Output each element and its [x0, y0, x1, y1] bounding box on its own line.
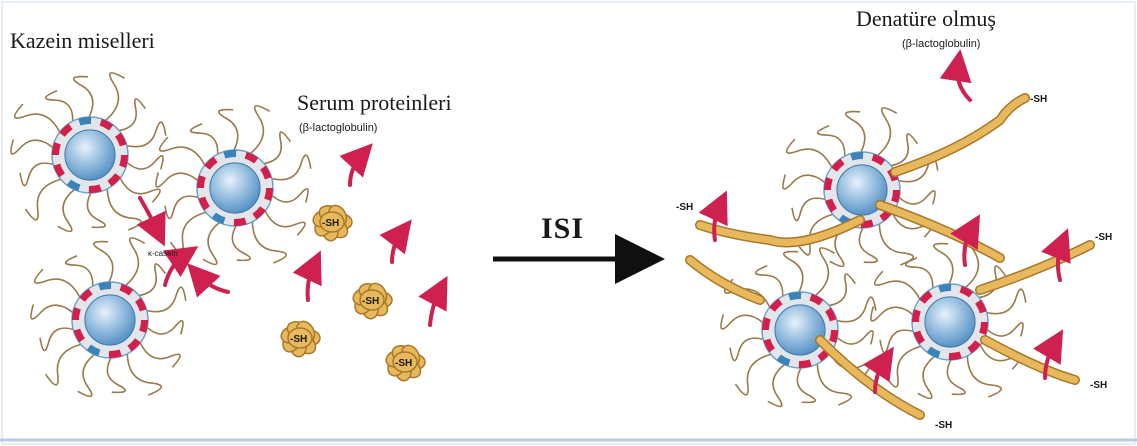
folded-protein-icon: -SH	[351, 280, 392, 320]
sh-group-label: -SH	[322, 218, 339, 229]
casein-micelle-icon	[156, 106, 311, 265]
folded-protein-icon: -SH	[384, 342, 425, 382]
denatured-sublabel: (β-lactoglobulin)	[902, 38, 980, 50]
casein-micelles-label: Kazein miselleri	[10, 28, 155, 54]
kappa-casein-label: κ-casein	[148, 249, 178, 258]
red-curved-arrow-icon	[958, 65, 971, 100]
folded-protein-icon: -SH	[279, 318, 320, 358]
red-curved-arrow-icon	[198, 275, 228, 292]
heat-label: ISI	[541, 212, 584, 246]
sh-group-label: -SH	[1095, 232, 1112, 243]
sh-group-label: -SH	[1030, 94, 1047, 105]
casein-micelle-icon	[31, 238, 186, 397]
serum-proteins-label: Serum proteinleri	[297, 90, 452, 116]
red-curved-arrow-icon	[165, 255, 185, 285]
red-curved-arrow-icon	[392, 232, 402, 262]
red-curved-arrow-icon	[350, 155, 362, 185]
sh-group-label: -SH	[362, 296, 379, 307]
sh-group-label: -SH	[290, 334, 307, 345]
denatured-label: Denatüre olmuş	[856, 6, 996, 32]
casein-micelle-icon	[721, 248, 876, 407]
red-curved-arrow-icon	[140, 198, 158, 232]
red-curved-arrow-icon	[430, 290, 440, 325]
serum-proteins-sublabel: (β-lactoglobulin)	[299, 122, 377, 134]
sh-group-label: -SH	[395, 358, 412, 369]
sh-group-label: -SH	[935, 420, 952, 431]
sh-group-label: -SH	[676, 202, 693, 213]
casein-micelle-icon	[11, 73, 166, 232]
red-curved-arrow-icon	[308, 265, 314, 300]
sh-group-label: -SH	[1090, 380, 1107, 391]
folded-protein-icon: -SH	[311, 202, 352, 242]
casein-micelle-icon	[871, 240, 1026, 399]
